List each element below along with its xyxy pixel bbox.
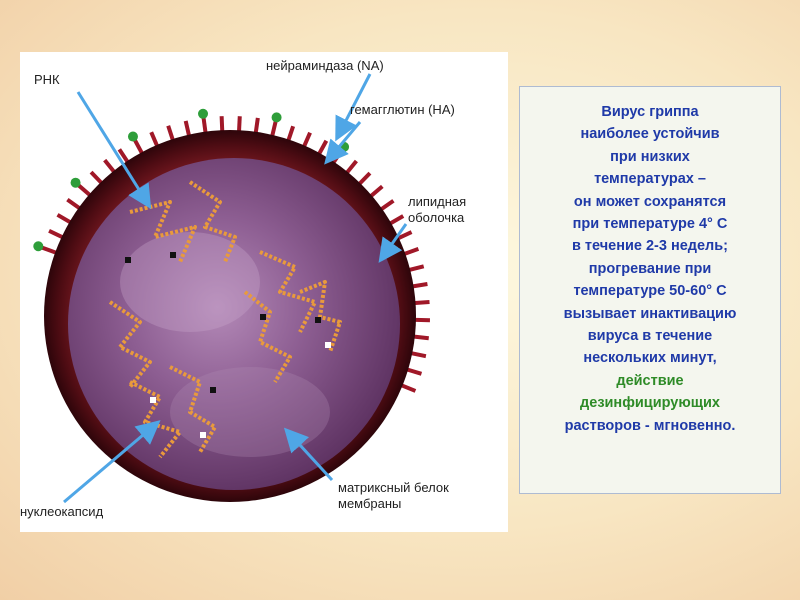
neuraminidase-knob xyxy=(70,177,81,188)
rna-segment xyxy=(129,200,197,263)
info-line: при температуре 4° С xyxy=(572,216,728,233)
info-line: вызывает инактивацию xyxy=(563,305,737,322)
info-line: наиболее устойчив xyxy=(580,126,720,143)
protein-marker xyxy=(125,257,131,263)
info-line: действие xyxy=(616,372,684,389)
neuraminidase-arrow xyxy=(335,73,372,142)
info-line: дезинфицирующих xyxy=(580,395,720,412)
rna-segment xyxy=(169,365,217,454)
protein-marker xyxy=(210,387,216,393)
rna-segment xyxy=(108,300,152,389)
label-lipid-envelope-1: липидная xyxy=(408,194,467,209)
label-nucleocapsid: нуклеокапсид xyxy=(20,504,104,519)
info-line: он может сохранятся xyxy=(573,193,727,210)
info-box: Вирус гриппа наиболее устойчив при низких т… xyxy=(519,86,781,494)
info-line: нескольких минут, xyxy=(583,350,717,367)
rna-segment xyxy=(243,290,292,384)
info-line: прогревание при xyxy=(588,260,712,277)
nucleocapsid-arrow xyxy=(63,420,161,504)
protein-marker xyxy=(260,314,266,320)
info-line: температурах – xyxy=(594,171,706,188)
interior-highlight xyxy=(120,232,260,332)
virus-interior xyxy=(68,158,400,490)
label-matrix-protein-2: мембраны xyxy=(338,496,402,511)
hemagglutinin-arrow xyxy=(324,121,362,165)
info-line: при низких xyxy=(610,148,690,165)
neuraminidase-knob xyxy=(271,112,282,123)
info-line: температуре 50-60° С xyxy=(573,283,727,300)
protein-marker xyxy=(200,432,206,438)
rna-arrow xyxy=(76,91,152,210)
label-hemagglutinin: гемагглютин (НА) xyxy=(350,102,455,117)
protein-marker xyxy=(170,252,176,258)
neuraminidase-knob xyxy=(198,108,209,119)
info-line: вируса в течение xyxy=(587,328,713,345)
label-matrix-protein-1: матриксный белок xyxy=(338,480,449,495)
info-line: в течение 2-3 недель; xyxy=(571,238,729,255)
virus-illustration xyxy=(33,73,430,504)
info-line: Вирус гриппа xyxy=(601,104,699,120)
label-rna: РНК xyxy=(34,72,60,87)
matrix-protein-arrow xyxy=(283,427,334,482)
protein-marker xyxy=(150,397,156,403)
neuraminidase-knob xyxy=(33,241,44,252)
label-lipid-envelope-2: оболочка xyxy=(408,210,465,225)
protein-marker xyxy=(325,342,331,348)
lipid-envelope-arrow xyxy=(378,223,408,263)
rna-segment xyxy=(259,250,317,333)
neuraminidase-knob xyxy=(127,131,138,142)
label-arrows xyxy=(63,73,408,504)
label-neuraminidase: нейраминдаза (NA) xyxy=(266,58,384,73)
info-line: растворов - мгновенно. xyxy=(564,417,736,434)
rna-segment xyxy=(188,180,237,263)
protein-marker xyxy=(315,317,321,323)
virus-diagram: РНК нейраминдаза (NA) гемагглютин (НА) л… xyxy=(20,52,508,532)
